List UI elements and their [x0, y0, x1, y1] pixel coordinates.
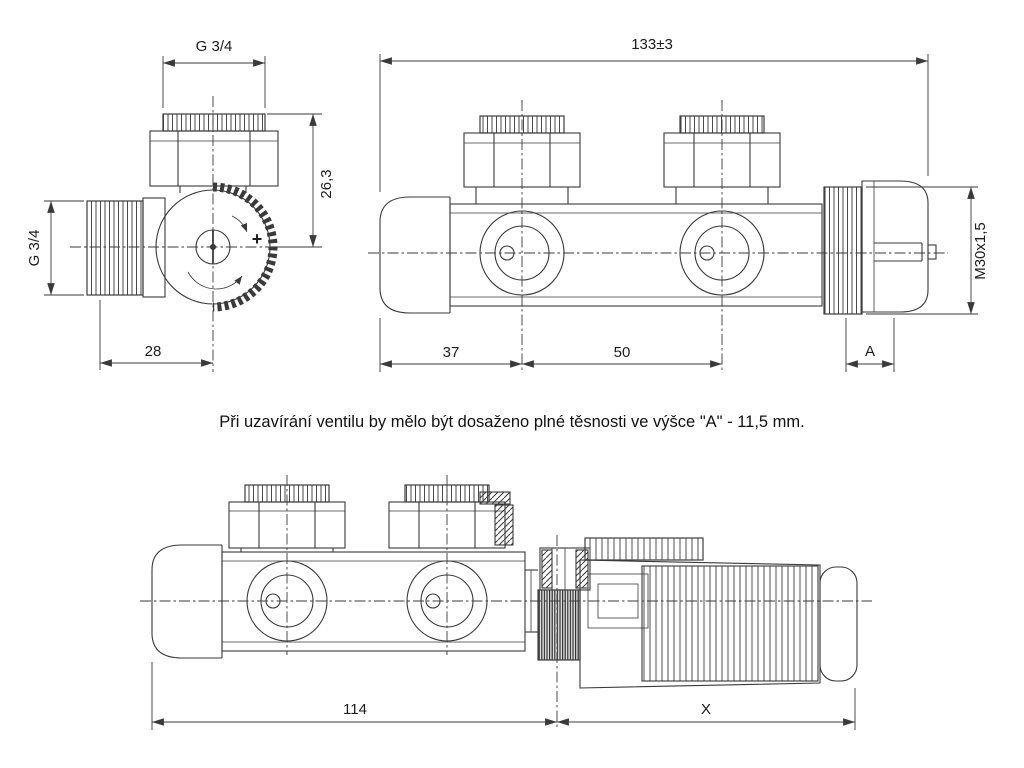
- dim-label-closure: A: [865, 343, 875, 360]
- front-end-cap: [379, 196, 451, 314]
- head-valve-insert: [539, 547, 591, 591]
- dim-front-thread: M30x1,5: [866, 186, 989, 315]
- assembly-view: 114 X: [140, 475, 872, 730]
- cap-spindle-tip: [927, 244, 937, 260]
- tightness-note: Při uzavírání ventilu by mělo být dosaže…: [219, 413, 805, 431]
- dim-label-left-offset: 37: [443, 344, 460, 361]
- dim-side-width: 28: [99, 300, 213, 370]
- front-thread-m30: [823, 186, 863, 315]
- side-inlet-thread: [86, 197, 166, 298]
- head-grip-ribs: [641, 565, 819, 682]
- side-view: + G 3/4 G 3/4: [26, 38, 335, 372]
- head-scale-ring: [584, 537, 704, 561]
- close-direction-arrow: [187, 271, 243, 290]
- dim-front-closure: A: [845, 318, 895, 372]
- dim-side-height: 26,3: [267, 113, 335, 248]
- front-body: [449, 203, 823, 307]
- dim-label-thread-top: G 3/4: [196, 38, 233, 55]
- dim-label-height: 26,3: [318, 169, 335, 198]
- dim-front-bottom: 37 50: [379, 318, 722, 372]
- dim-label-overall: 133±3: [631, 36, 673, 53]
- head-body: [579, 559, 858, 689]
- dim-label-thread-left: G 3/4: [26, 230, 43, 267]
- dim-label-head-thread: M30x1,5: [972, 222, 989, 280]
- thermostatic-head: [525, 537, 858, 689]
- assembly-end-cap: [151, 544, 223, 659]
- assembly-centerlines: [140, 475, 872, 730]
- assembly-body: [221, 551, 526, 652]
- dim-label-width: 28: [145, 343, 162, 360]
- dim-side-thread-left: G 3/4: [26, 200, 84, 296]
- dim-front-overall: 133±3: [379, 36, 929, 192]
- front-view: 133±3 M30x1,5 37 50 A: [368, 36, 989, 372]
- head-end-cap: [819, 566, 858, 682]
- dim-assembly-bottom: 114 X: [151, 662, 856, 730]
- open-direction-arrow: [231, 215, 248, 233]
- side-union-nut: [149, 113, 279, 193]
- assembly-union-nut-2: [388, 484, 514, 549]
- front-protection-cap: [861, 180, 937, 313]
- dim-label-center-distance: 50: [614, 344, 631, 361]
- dim-label-head-length: X: [701, 701, 711, 718]
- head-lock-ring: [537, 589, 581, 661]
- dim-side-thread-top: G 3/4: [162, 38, 266, 108]
- dim-label-body-length: 114: [343, 701, 367, 718]
- side-centerlines: [70, 96, 318, 372]
- handwheel-plus-label: +: [252, 229, 263, 249]
- front-centerlines: [368, 100, 948, 372]
